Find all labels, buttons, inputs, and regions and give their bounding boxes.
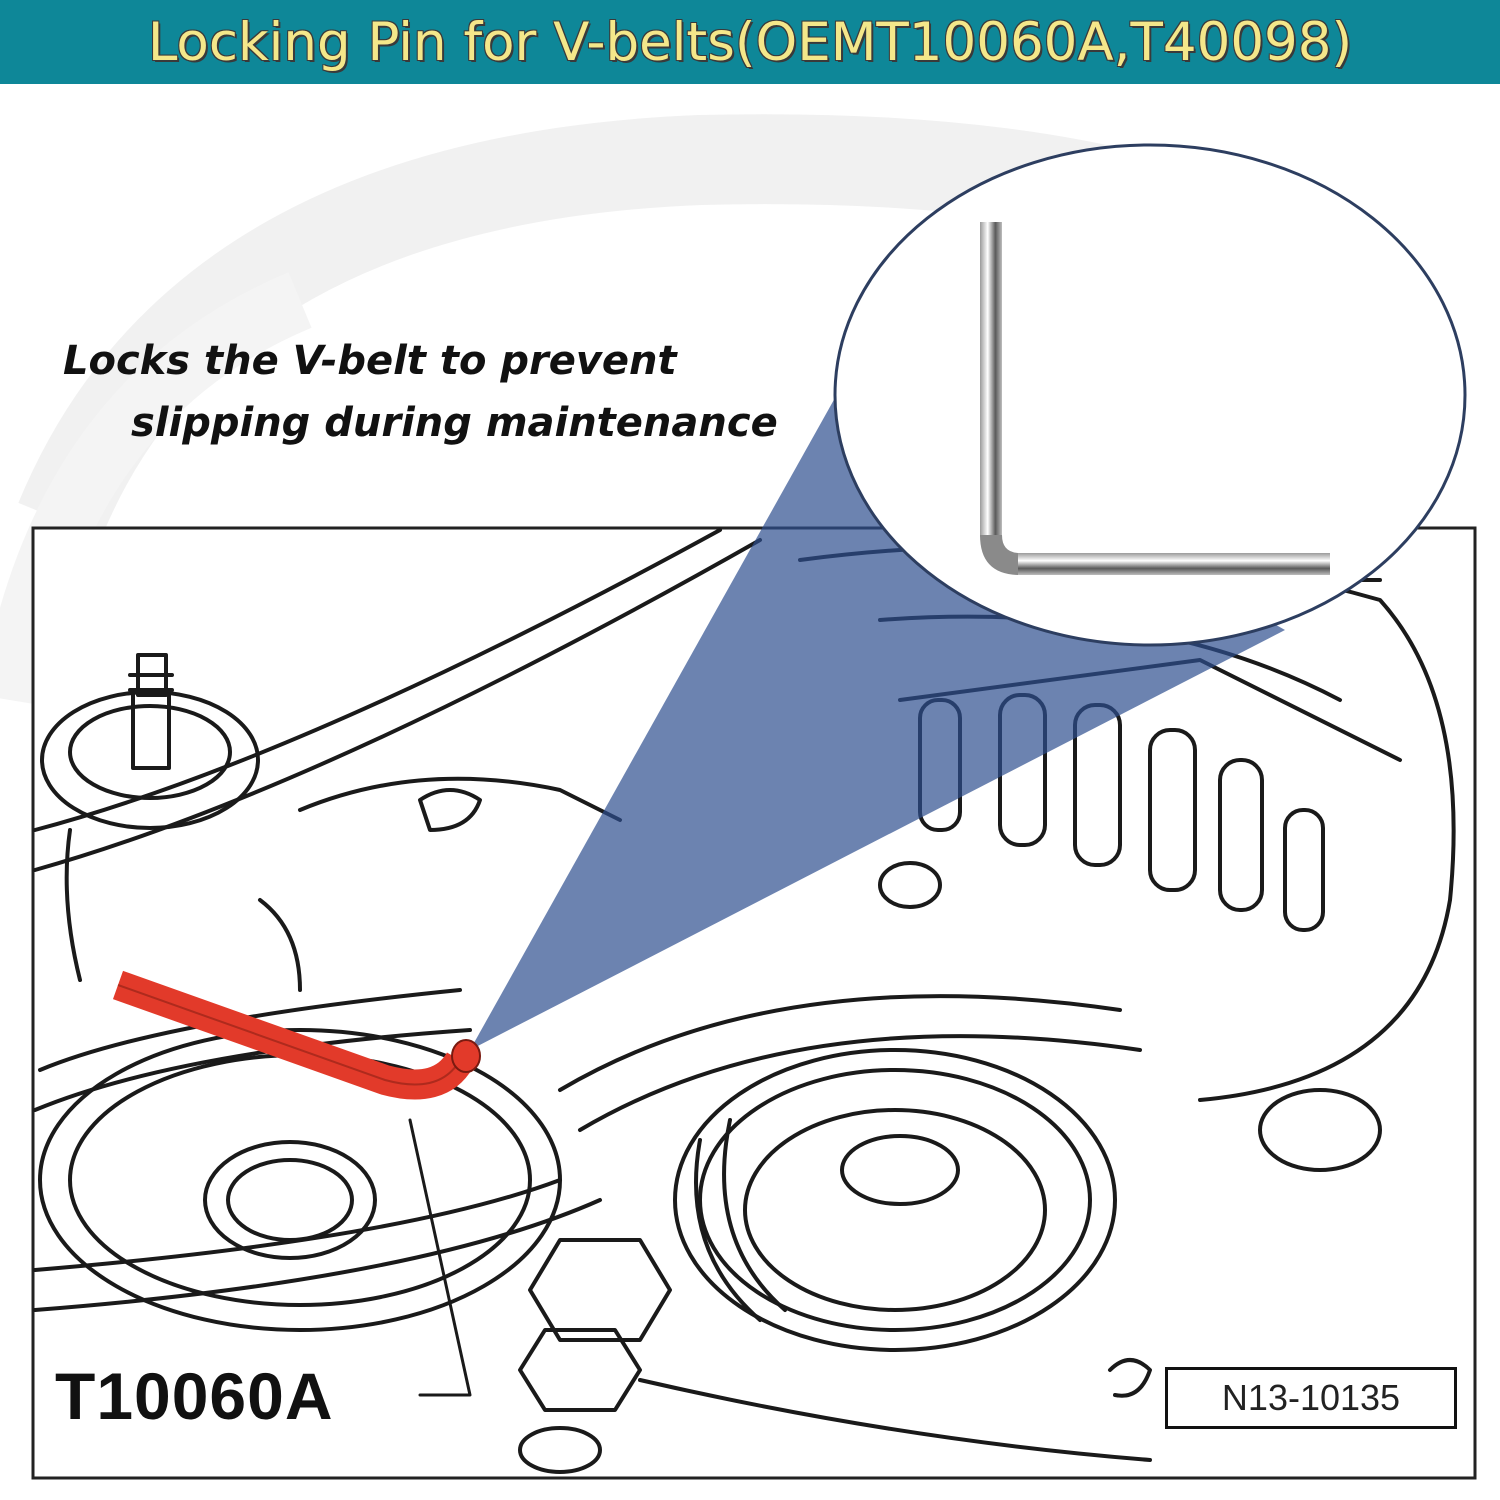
figure-reference-box: N13-10135 [1165,1367,1457,1429]
banner-title: Locking Pin for V-belts(OEMT10060A,T4009… [147,11,1353,73]
tool-code-label: T10060A [55,1359,334,1433]
caption-line-1: Locks the V-belt to prevent [63,338,677,384]
caption-line-2: slipping during maintenance [131,400,778,446]
figure-reference-label: N13-10135 [1221,1377,1401,1418]
title-banner: Locking Pin for V-belts(OEMT10060A,T4009… [0,0,1500,84]
l-shaped-locking-pin-icon [980,222,1330,575]
